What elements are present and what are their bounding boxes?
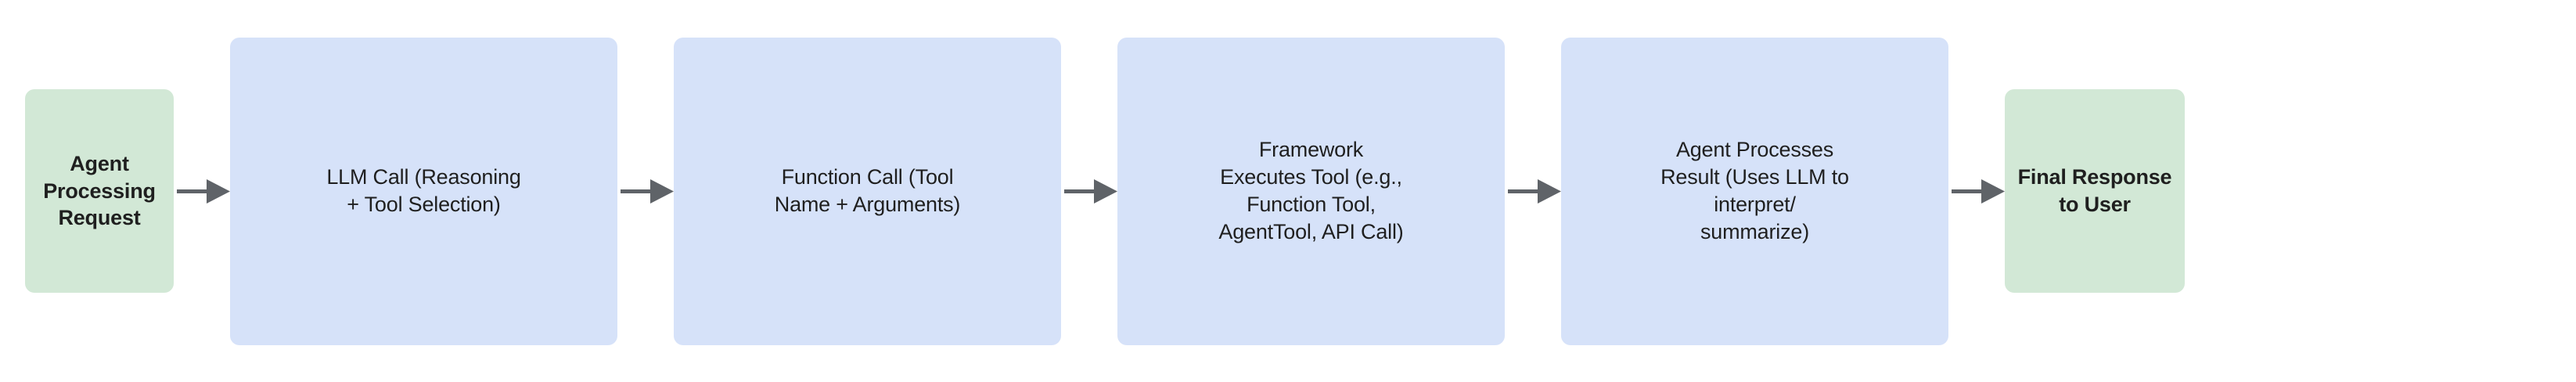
flow-node-label: LLM Call (Reasoning + Tool Selection) [326,164,521,216]
arrow-right-icon [1508,178,1561,204]
flow-node-agent-processes-result[interactable]: Agent Processes Result (Uses LLM to inte… [1561,37,1948,345]
flow-node-final-response-to-user[interactable]: Final Response to User [2005,89,2185,293]
flow-node-llm-call[interactable]: LLM Call (Reasoning + Tool Selection) [230,37,617,345]
arrow-right-icon [177,178,230,204]
arrow-right-icon [621,178,674,204]
flow-connector-edge-3 [1061,38,1117,345]
flow-connector-edge-5 [1948,38,2005,345]
flow-connector-edge-2 [617,38,674,345]
flow-node-framework-executes-tool[interactable]: Framework Executes Tool (e.g., Function … [1117,37,1505,345]
flow-node-agent-processing-request[interactable]: Agent Processing Request [25,89,174,293]
flow-node-label: Agent Processes Result (Uses LLM to inte… [1660,137,1849,244]
flow-node-label: Agent Processing Request [43,152,156,230]
flow-node-function-call[interactable]: Function Call (Tool Name + Arguments) [674,37,1061,345]
flow-node-label: Framework Executes Tool (e.g., Function … [1218,137,1404,244]
flow-connector-edge-4 [1505,38,1561,345]
flow-node-label: Function Call (Tool Name + Arguments) [774,164,961,216]
flow-connector-edge-1 [174,38,230,345]
left-margin-spacer [0,191,25,192]
flow-node-label: Final Response to User [2017,165,2172,216]
arrow-right-icon [1952,178,2005,204]
arrow-right-icon [1064,178,1117,204]
